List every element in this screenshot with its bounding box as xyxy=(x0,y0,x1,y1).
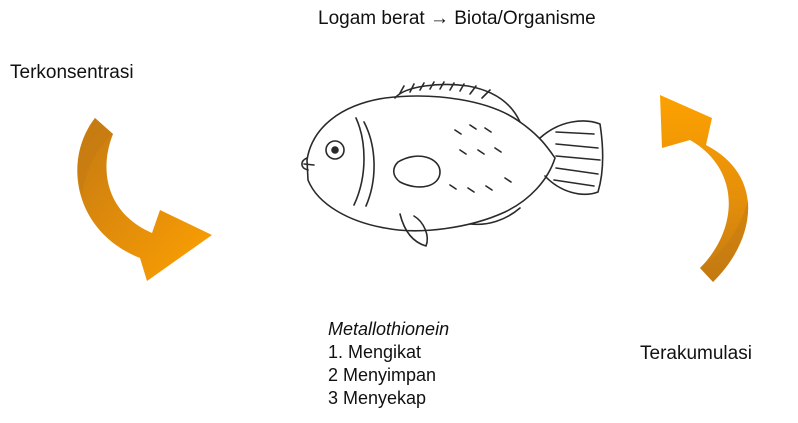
fish-illustration-icon xyxy=(302,82,603,246)
right-curved-arrow-icon xyxy=(660,95,748,282)
